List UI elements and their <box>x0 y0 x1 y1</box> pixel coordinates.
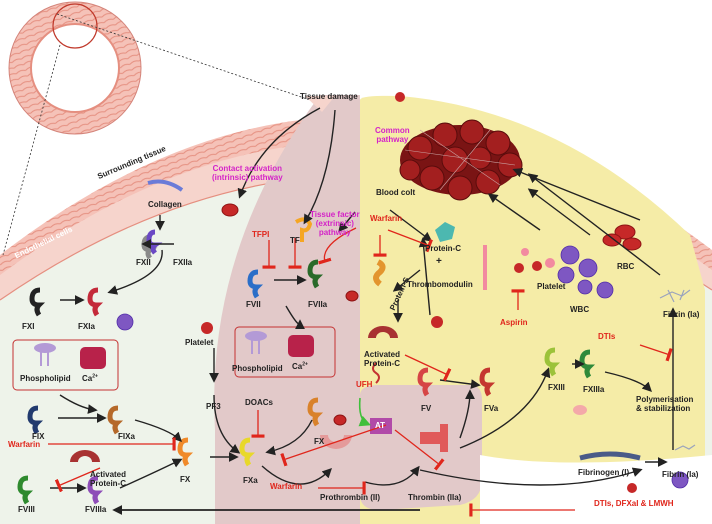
ca-mid-sup: 2+ <box>302 361 308 368</box>
fviiia-icon <box>87 475 104 505</box>
fviii-label: FVIII <box>18 505 35 514</box>
fixa-icon <box>107 405 124 435</box>
at-label: AT <box>375 421 386 430</box>
phospholipid-box-left <box>12 339 119 391</box>
thrombomodulin-label: Thrombomodulin <box>407 280 473 289</box>
fxi-label: FXI <box>22 322 35 331</box>
platelet-right-label: Platelet <box>537 282 566 291</box>
fxiii-label: FXIII <box>548 383 565 392</box>
plus-label: + <box>436 256 442 267</box>
rbc-icon <box>221 203 239 217</box>
doacs-label: DOACs <box>245 398 274 407</box>
wbc-label: WBC <box>570 305 590 314</box>
tissue-damage-label: Tissue damage <box>300 92 358 101</box>
thrombomodulin-icon <box>483 245 487 290</box>
collagen-label: Collagen <box>148 200 182 209</box>
contact-activation-label: Contact activation (intrinsic) pathway <box>212 164 283 183</box>
rbc-label: RBC <box>617 262 635 271</box>
fxa-icon <box>239 437 256 467</box>
tf-label: TF <box>290 236 300 245</box>
fxia-icon <box>87 287 104 317</box>
thrombin-label: Thrombin (IIa) <box>408 493 462 502</box>
fibrinogen-label: Fibrinogen (I) <box>578 468 630 477</box>
fibrin-bottom-label: Fibrin (Ia) <box>662 470 699 479</box>
fix-label: FIX <box>32 432 45 441</box>
ufh-icon <box>372 362 380 384</box>
fx-left-label: FX <box>180 475 191 484</box>
fviii-icon <box>17 475 34 505</box>
platelet-mid-label: Platelet <box>185 338 214 347</box>
phospholipid-mid-label: Phospholipid <box>232 364 283 373</box>
blood-colt-label: Blood colt <box>376 188 416 197</box>
phospholipid-box-mid <box>234 326 336 378</box>
fx-left-icon <box>177 437 194 467</box>
pf3-label: PF3 <box>206 402 221 411</box>
fxi-icon <box>29 287 46 317</box>
polymerisation-label: Polymerisation & stabilization <box>636 395 694 414</box>
warfarin-bottom-label: Warfarin <box>270 482 303 491</box>
phospholipid-left-label: Phospholipid <box>20 374 71 383</box>
ca-left-icon <box>80 347 106 369</box>
fvii-label: FVII <box>246 300 261 309</box>
fxiia-label: FXIIa <box>173 258 193 267</box>
warfarin-top-label: Warfarin <box>370 214 403 223</box>
ca-mid-text: Ca <box>292 362 303 371</box>
tfpi-label: TFPI <box>252 230 270 239</box>
thrombin-icon <box>420 424 448 452</box>
fviiia-label: FVIIIa <box>85 505 107 514</box>
protein-c-icon <box>435 222 455 242</box>
ca-mid-icon <box>288 335 314 357</box>
fix-icon <box>27 405 44 435</box>
ca-mid-label: Ca2+ <box>292 361 308 371</box>
fxa-label: FXa <box>243 476 258 485</box>
fxia-label: FXIa <box>78 322 95 331</box>
phospholipid-left-icon <box>34 343 56 366</box>
fxii-label: FXII <box>136 258 151 267</box>
fviia-icon <box>307 259 324 289</box>
ca-left-label: Ca2+ <box>82 373 98 383</box>
extrinsic-region <box>214 95 360 524</box>
protein-c-label: Protein-C <box>425 244 461 253</box>
fibrinogen-icon <box>579 451 641 461</box>
common-pathway-label: Common pathway <box>375 126 410 145</box>
fva-icon <box>479 367 496 397</box>
wbc-icon <box>116 245 689 489</box>
fx-mid-icon <box>307 397 324 427</box>
fxiii-icon <box>544 347 561 377</box>
fv-icon <box>417 367 434 397</box>
at-icon <box>370 418 392 434</box>
ca-left-text: Ca <box>82 374 93 383</box>
tissue-factor-pathway-label: Tissue factor (extrinsic) pathway <box>310 210 360 238</box>
collagen-icon <box>147 179 184 192</box>
platelet-icon <box>201 92 637 493</box>
fviia-label: FVIIa <box>308 300 328 309</box>
activated-protein-c-left-label: Activated Protein-C <box>90 470 127 489</box>
ufh-label: UFH <box>356 380 373 389</box>
fx-mid-label: FX <box>314 437 325 446</box>
fva-label: FVa <box>484 404 499 413</box>
fibrin-top-label: Fibrin (Ia) <box>663 310 700 319</box>
phospholipid-mid-icon <box>245 331 267 354</box>
dtis-combo-label: DTIs, DFXaI & LMWH <box>594 499 674 508</box>
dtis-label: DTIs <box>598 332 616 341</box>
fibrin-mesh-icon <box>659 289 691 303</box>
activated-protein-c-right-icon <box>368 326 398 338</box>
fvii-icon <box>247 269 264 299</box>
fixa-label: FIXa <box>118 432 135 441</box>
ca-left-sup: 2+ <box>92 373 98 380</box>
activated-protein-c-left-icon <box>70 450 100 462</box>
fxiiia-label: FXIIIa <box>583 385 605 394</box>
aspirin-label: Aspirin <box>500 318 528 327</box>
prothrombin-label: Prothrombin (II) <box>320 493 380 502</box>
warfarin-left-label: Warfarin <box>8 440 41 449</box>
activated-protein-c-right-label: Activated Protein-C <box>364 350 401 369</box>
fv-label: FV <box>421 404 432 413</box>
protein-s-icon <box>373 259 386 287</box>
